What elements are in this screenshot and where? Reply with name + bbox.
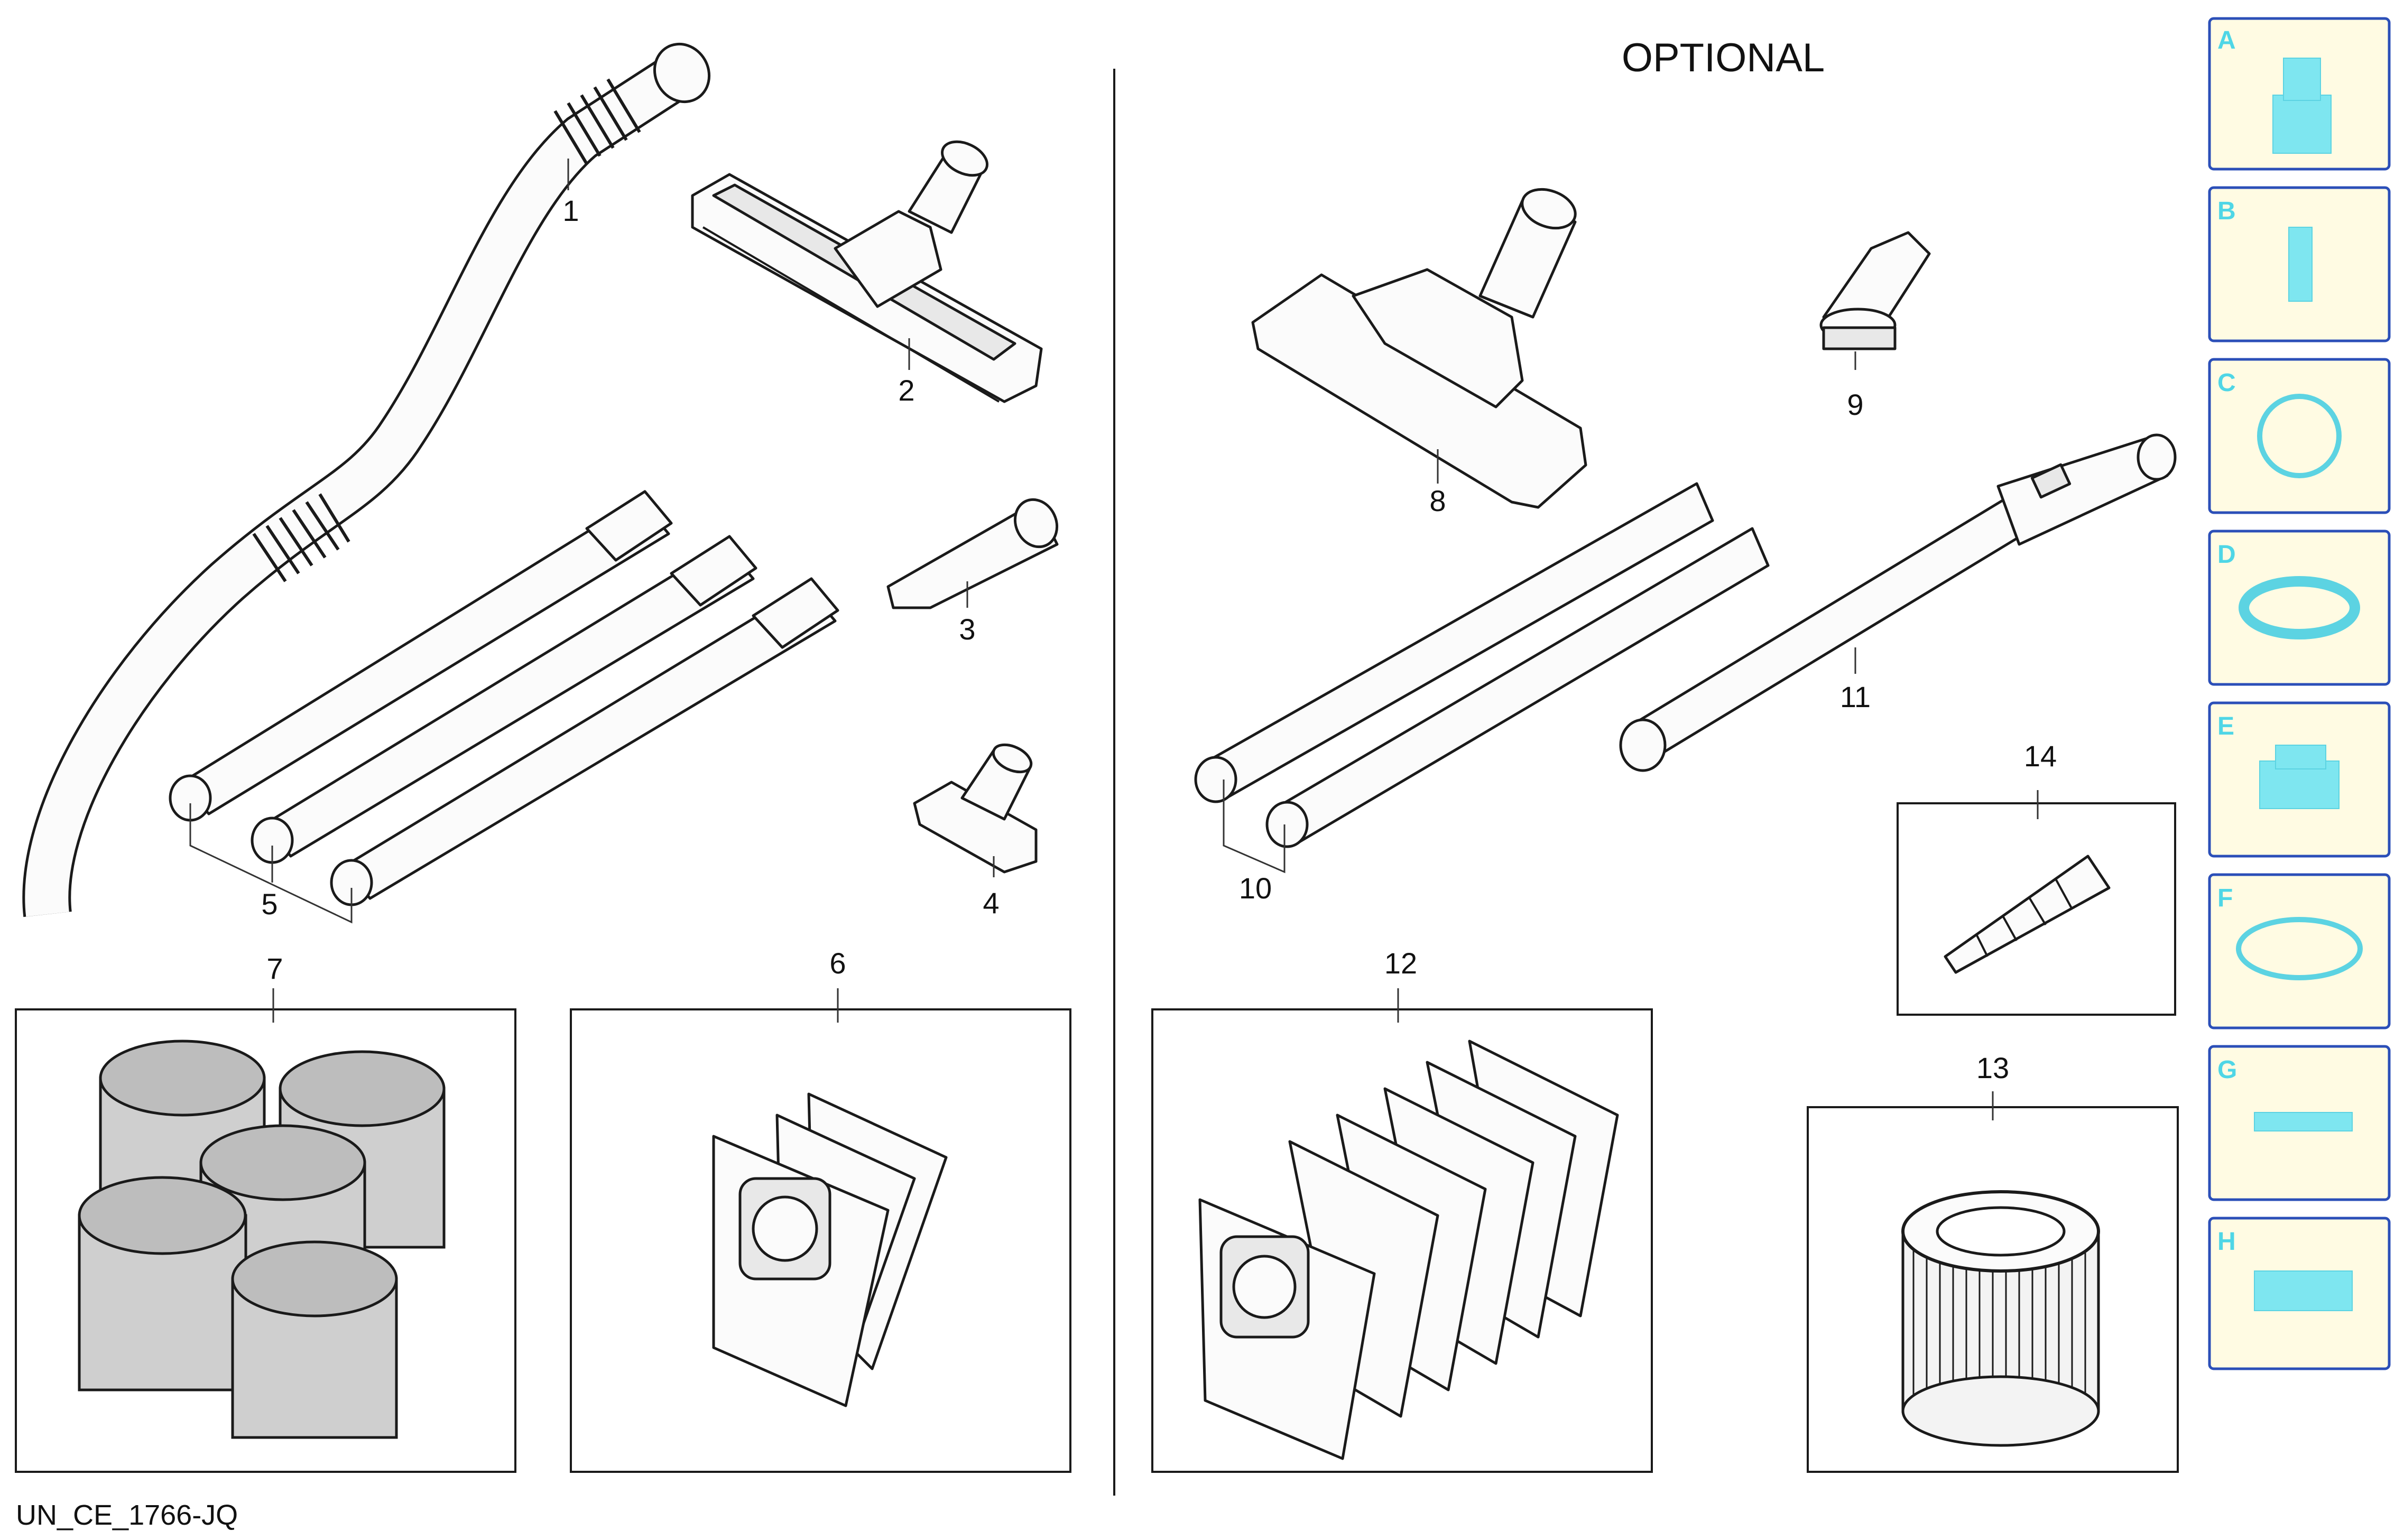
part-13-cartridge-filter: [1901, 1190, 2100, 1447]
side-tab-b[interactable]: B: [2208, 186, 2391, 342]
svg-text:A: A: [2217, 26, 2236, 54]
part-10-extension-tubes: [1194, 482, 1770, 848]
callout-7: 7: [266, 952, 283, 985]
part-14-adapter: [1944, 855, 2111, 974]
pad-icon: [2254, 1270, 2353, 1311]
callout-9: 9: [1847, 388, 1863, 421]
side-tab-c[interactable]: C: [2208, 358, 2391, 514]
seal-ring-icon: [2239, 576, 2360, 639]
part-12-dust-bags: [1198, 1040, 1619, 1460]
side-tab-h[interactable]: H: [2208, 1217, 2391, 1370]
side-tab-e[interactable]: E: [2208, 701, 2391, 858]
part-7-foam-filters: [78, 1040, 446, 1439]
part-6-dust-bags: [712, 1092, 948, 1407]
svg-text:E: E: [2217, 712, 2234, 740]
part-5-extension-tubes: [169, 490, 839, 906]
part-9-dusting-brush: [1819, 231, 1931, 350]
side-tab-d[interactable]: D: [2208, 530, 2391, 686]
svg-text:G: G: [2217, 1056, 2237, 1084]
callout-4: 4: [983, 886, 999, 920]
part-4-upholstery-nozzle: [913, 743, 1038, 874]
callout-1: 1: [562, 194, 579, 227]
ring-gasket-icon: [2257, 394, 2342, 478]
callout-10: 10: [1239, 871, 1272, 905]
float-icon: [2288, 227, 2313, 302]
callout-11: 11: [1840, 680, 1871, 713]
part-2-floor-nozzle: [691, 140, 1043, 403]
svg-text:H: H: [2217, 1228, 2236, 1256]
part-1-hose: [22, 42, 711, 917]
callout-13: 13: [1976, 1051, 2009, 1084]
part-8-floor-nozzle: [1251, 188, 1587, 509]
svg-text:D: D: [2217, 541, 2236, 569]
callout-5: 5: [261, 887, 278, 921]
callout-14: 14: [2024, 739, 2057, 773]
side-tab-g[interactable]: G: [2208, 1045, 2391, 1201]
svg-text:C: C: [2217, 369, 2236, 397]
o-ring-icon: [2236, 917, 2363, 980]
side-tab-a[interactable]: A: [2208, 17, 2391, 171]
drawing-code: UN_CE_1766-JQ: [16, 1499, 238, 1531]
motor-housing-icon: [2259, 745, 2340, 809]
part-11-telescopic-tube: [1619, 433, 2177, 772]
svg-text:B: B: [2217, 197, 2236, 225]
callout-12: 12: [1384, 947, 1417, 980]
strip-icon: [2254, 1112, 2353, 1131]
callout-6: 6: [829, 947, 846, 980]
svg-text:F: F: [2217, 884, 2233, 912]
part-3-crevice-tool: [886, 498, 1059, 609]
callout-8: 8: [1429, 484, 1446, 517]
optional-title: OPTIONAL: [1622, 35, 1825, 80]
head-unit-icon: [2272, 58, 2332, 154]
side-tab-f[interactable]: F: [2208, 873, 2391, 1029]
callout-2: 2: [898, 374, 914, 407]
callout-3: 3: [959, 613, 975, 646]
